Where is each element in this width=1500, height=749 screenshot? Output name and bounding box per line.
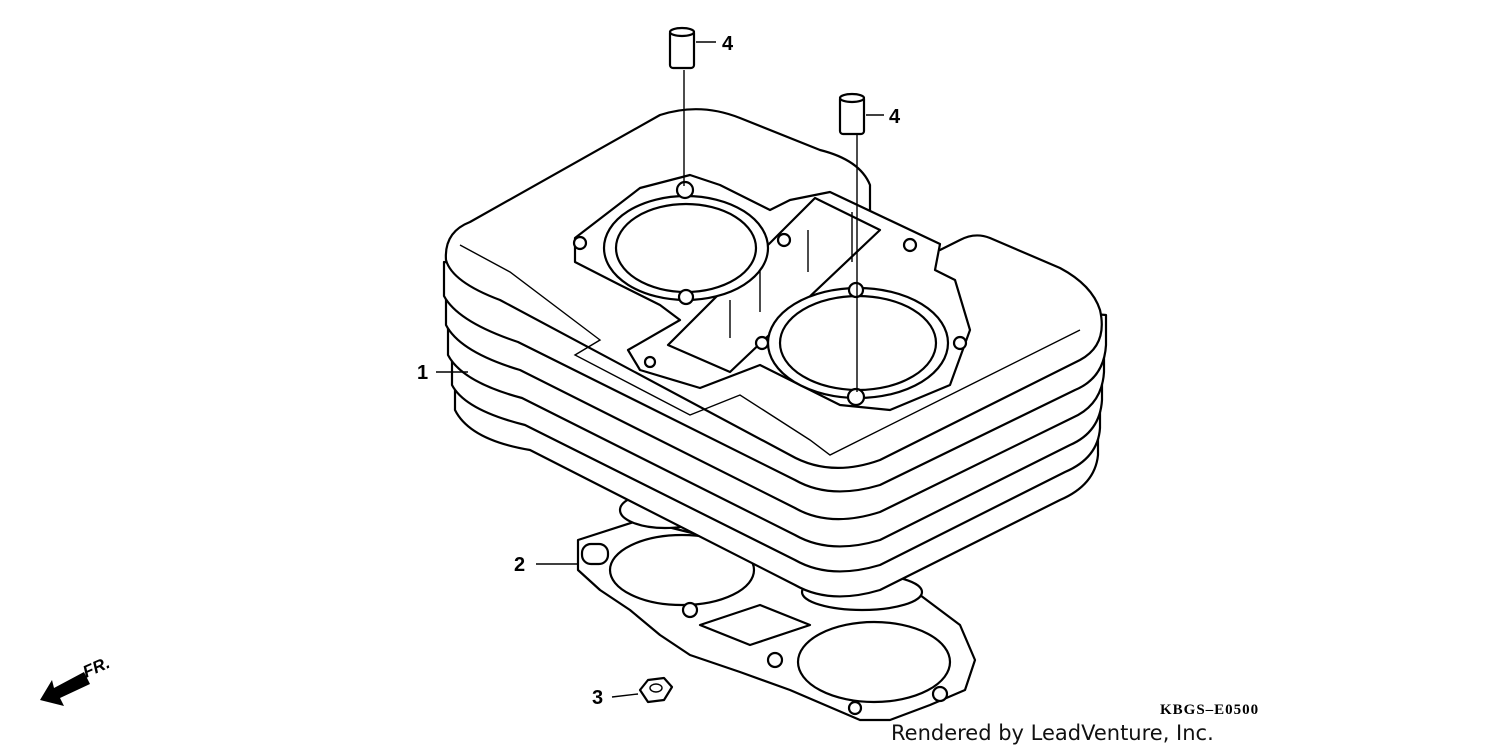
dowel-pin-left[interactable]: [668, 26, 696, 186]
callout-3: 3: [592, 687, 603, 709]
front-arrow-icon: [40, 672, 90, 706]
render-credit: Rendered by LeadVenture, Inc.: [891, 721, 1214, 745]
front-label: FR.: [80, 653, 113, 681]
dowel-pin-right[interactable]: [838, 92, 866, 392]
cylinder-block[interactable]: [442, 108, 1108, 612]
callout-4-right: 4: [889, 106, 901, 128]
leader-lines: [436, 41, 884, 698]
drawing-code: KBGS–E0500: [1160, 702, 1259, 718]
callout-4-left: 4: [722, 33, 734, 55]
base-gasket[interactable]: [576, 518, 977, 722]
hex-nut[interactable]: [638, 676, 674, 704]
callout-2: 2: [514, 554, 525, 576]
callout-1: 1: [417, 362, 428, 384]
front-direction-indicator: FR.: [40, 653, 113, 706]
